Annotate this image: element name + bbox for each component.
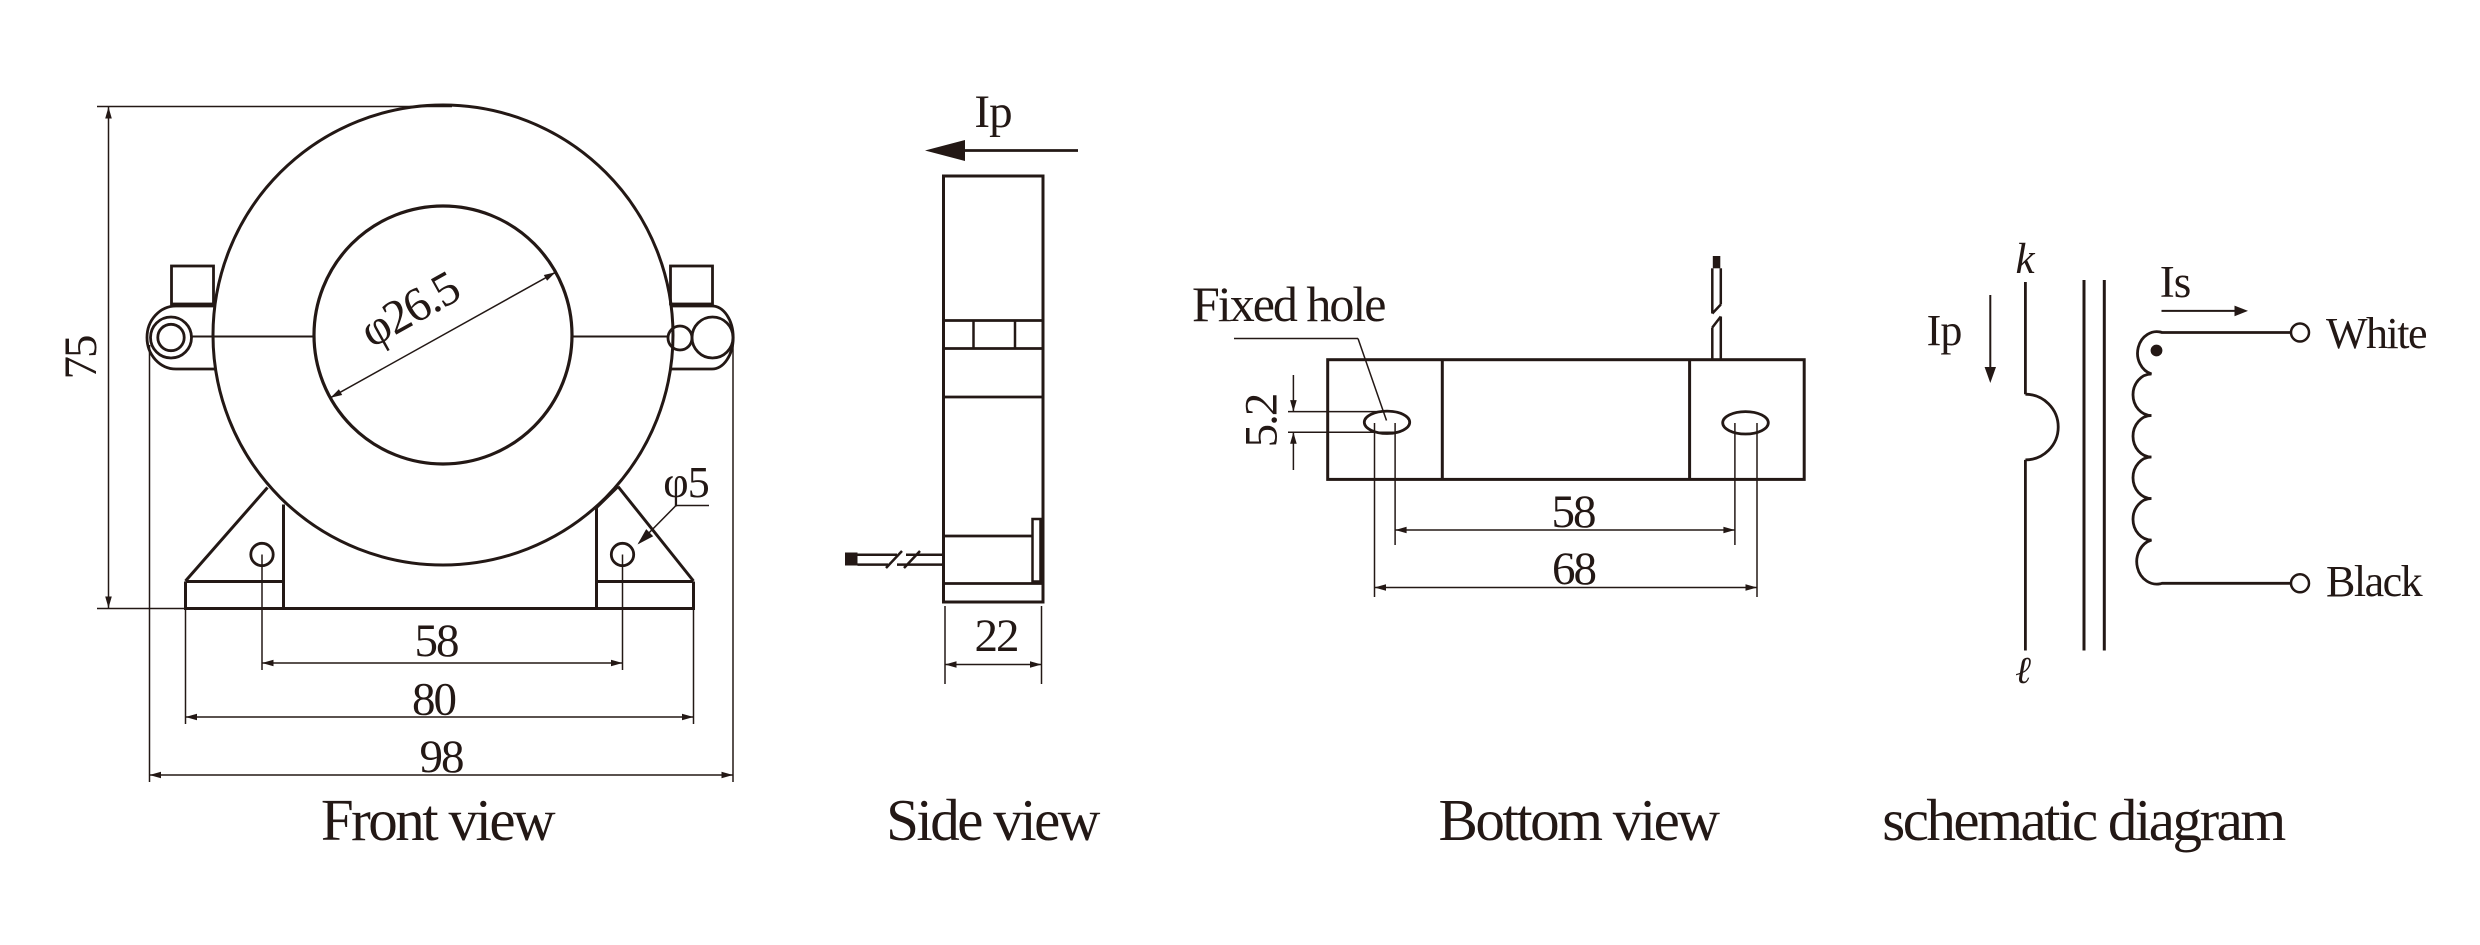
svg-text:schematic diagram: schematic diagram bbox=[1882, 787, 2285, 853]
svg-text:58: 58 bbox=[1552, 486, 1596, 538]
svg-text:Is: Is bbox=[2160, 257, 2191, 307]
svg-text:k: k bbox=[2015, 236, 2035, 283]
svg-text:98: 98 bbox=[420, 731, 464, 783]
svg-text:Ip: Ip bbox=[1927, 306, 1962, 355]
svg-text:ℓ: ℓ bbox=[2015, 650, 2031, 692]
svg-text:5.2: 5.2 bbox=[1236, 395, 1288, 448]
svg-text:Front view: Front view bbox=[321, 787, 556, 853]
svg-text:68: 68 bbox=[1552, 543, 1596, 595]
svg-text:Side view: Side view bbox=[886, 787, 1101, 853]
svg-text:Ip: Ip bbox=[974, 86, 1011, 138]
svg-text:White: White bbox=[2326, 309, 2426, 358]
svg-text:Fixed hole: Fixed hole bbox=[1192, 276, 1385, 332]
svg-text:58: 58 bbox=[415, 615, 459, 667]
svg-text:75: 75 bbox=[55, 336, 107, 380]
svg-text:22: 22 bbox=[975, 610, 1018, 662]
svg-text:φ5: φ5 bbox=[663, 458, 708, 507]
svg-text:Black: Black bbox=[2326, 557, 2423, 606]
svg-text:φ26.5: φ26.5 bbox=[351, 261, 468, 358]
svg-text:80: 80 bbox=[412, 674, 456, 726]
svg-text:Bottom view: Bottom view bbox=[1439, 787, 1721, 853]
